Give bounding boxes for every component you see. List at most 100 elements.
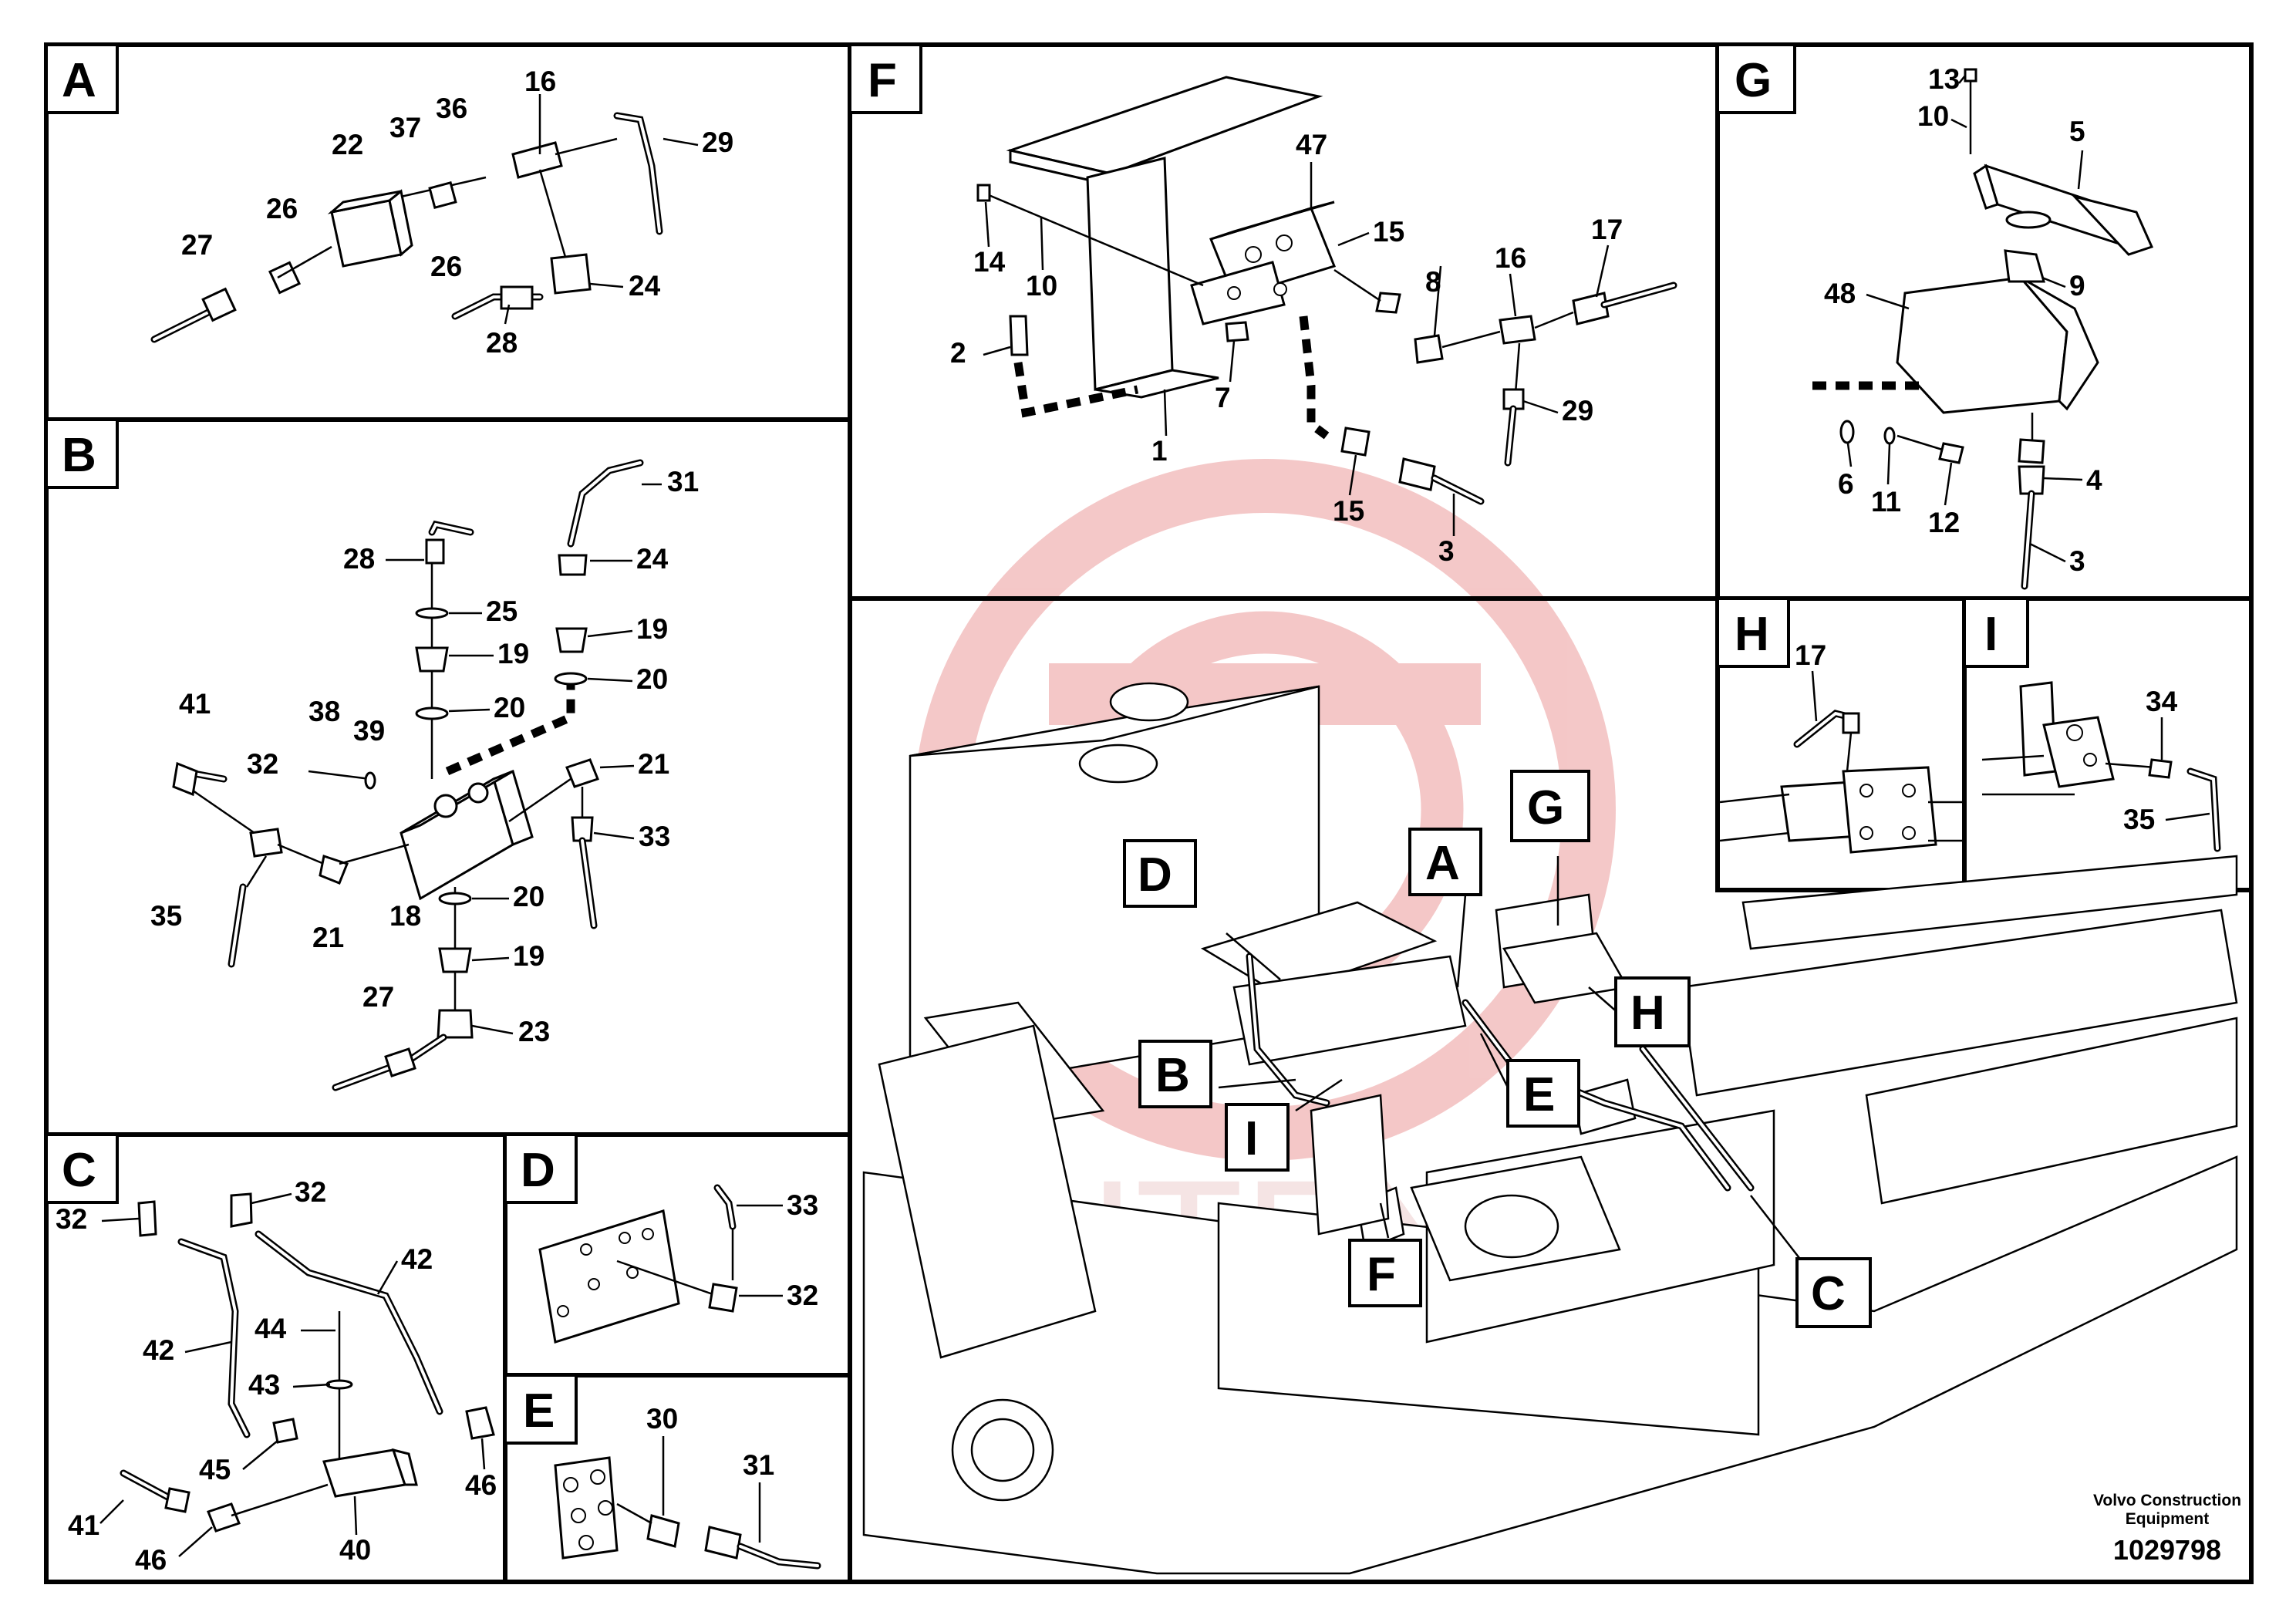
- callout-box-d: [1123, 839, 1197, 908]
- part-label: 21: [638, 748, 669, 780]
- part-label: 25: [486, 595, 518, 627]
- part-label: 6: [1838, 468, 1854, 500]
- part-label: 46: [135, 1544, 167, 1576]
- part-label: 21: [312, 922, 344, 953]
- panel-a-drawing: [150, 112, 663, 343]
- part-label: 32: [247, 748, 278, 780]
- callout-box-e: [1506, 1059, 1580, 1128]
- part-label: 42: [401, 1243, 433, 1275]
- callout-box-g: [1510, 770, 1590, 842]
- part-label: 19: [513, 940, 544, 972]
- panel-e-labels: 30 31: [646, 1403, 774, 1543]
- tag-box-b: [45, 418, 119, 489]
- panel-c-labels: 32 32 42 42 44 43 45 46 41 46 40: [56, 1176, 497, 1576]
- callout-box-f: [1348, 1239, 1422, 1307]
- part-label: 32: [56, 1203, 87, 1235]
- part-label: 19: [636, 613, 668, 645]
- part-label: 16: [524, 66, 556, 97]
- part-label: 10: [1917, 100, 1949, 132]
- panel-a-labels: 16 22 37 36 29 26 27 26 24 28: [181, 66, 733, 359]
- part-label: 41: [68, 1509, 99, 1541]
- main-callouts: D A G B H E I F C: [1123, 770, 1872, 1328]
- callout-b: B: [1155, 1049, 1190, 1102]
- part-label: 10: [1026, 270, 1057, 302]
- part-label: 8: [1425, 266, 1441, 298]
- part-label: 26: [266, 193, 298, 224]
- main-assembly-drawing: [862, 682, 2238, 1575]
- part-label: 38: [308, 696, 340, 727]
- part-label: 7: [1215, 382, 1231, 413]
- panel-tags: A B C D E F G H I: [45, 43, 2029, 1445]
- part-label: 32: [295, 1176, 326, 1208]
- panel-d-drawing: [538, 1184, 738, 1344]
- part-label: 48: [1824, 278, 1856, 309]
- footer: Volvo Construction Equipment 1029798: [2093, 1492, 2241, 1566]
- part-label: 41: [179, 688, 211, 720]
- part-label: 19: [497, 638, 529, 669]
- panel-e-drawing: [554, 1456, 821, 1570]
- panel-tag-e: E: [523, 1384, 555, 1438]
- part-label: 42: [143, 1334, 174, 1366]
- part-label: 30: [646, 1403, 678, 1435]
- tag-box-h: [1716, 597, 1790, 668]
- part-label: 22: [332, 129, 363, 160]
- callout-box-c: [1795, 1257, 1872, 1328]
- tag-box-i: [1963, 597, 2029, 668]
- part-label: 15: [1333, 495, 1364, 527]
- part-label: 45: [199, 1454, 231, 1485]
- callout-c: C: [1811, 1267, 1846, 1320]
- panel-tag-f: F: [868, 54, 897, 107]
- panel-f-labels: 47 14 10 15 8 16 17 2 7 1 29 15 3: [950, 129, 1623, 567]
- part-label: 29: [702, 126, 733, 158]
- panel-c-drawing: [120, 1192, 495, 1533]
- tag-box-d: [504, 1133, 578, 1204]
- part-label: 12: [1928, 507, 1960, 538]
- panel-tag-a: A: [62, 54, 96, 107]
- part-label: 40: [339, 1534, 371, 1566]
- part-label: 31: [667, 466, 699, 497]
- part-label: 27: [362, 981, 394, 1013]
- part-label: 37: [389, 112, 421, 143]
- part-label: 9: [2069, 270, 2085, 302]
- panel-tag-h: H: [1735, 608, 1769, 661]
- part-label: 39: [353, 715, 385, 747]
- part-label: 2: [950, 337, 966, 369]
- panel-i-drawing: [1981, 681, 2221, 852]
- part-label: 35: [2123, 804, 2155, 835]
- panel-tag-d: D: [521, 1144, 555, 1197]
- drawing-number: 1029798: [2113, 1534, 2221, 1566]
- callout-d: D: [1138, 848, 1172, 902]
- part-label: 29: [1562, 395, 1593, 427]
- part-label: 3: [2069, 545, 2085, 577]
- part-label: 1: [1151, 435, 1168, 467]
- part-label: 28: [486, 327, 518, 359]
- panel-tag-i: I: [1984, 608, 1998, 661]
- part-label: 13: [1928, 63, 1960, 95]
- part-label: 33: [639, 821, 670, 852]
- part-label: 20: [494, 692, 525, 723]
- callout-i: I: [1245, 1112, 1258, 1165]
- part-label: 35: [150, 900, 182, 932]
- part-label: 47: [1296, 129, 1327, 160]
- company-name-line2: Equipment: [2126, 1510, 2210, 1528]
- part-label: 4: [2086, 464, 2102, 496]
- part-label: 33: [787, 1189, 818, 1221]
- part-label: 28: [343, 543, 375, 575]
- panel-main-frame: [848, 596, 2254, 1584]
- part-label: 27: [181, 229, 213, 261]
- panel-h-drawing: [1719, 710, 1963, 854]
- panel-tag-b: B: [62, 429, 96, 482]
- tag-box-g: [1716, 43, 1796, 114]
- panel-d-labels: 33 32: [737, 1189, 818, 1311]
- panel-b-labels: 31 28 24 25 19 19 20 20 41 38 39 32 21 3…: [150, 466, 699, 1047]
- part-label: 5: [2069, 116, 2085, 147]
- part-label: 17: [1795, 639, 1826, 671]
- callout-box-i: [1225, 1103, 1290, 1172]
- panel-tag-c: C: [62, 1144, 96, 1197]
- part-label: 46: [465, 1469, 497, 1501]
- callout-box-a: [1408, 828, 1482, 896]
- callout-h: H: [1630, 986, 1665, 1040]
- callout-box-b: [1138, 1040, 1212, 1108]
- panel-b-drawing: [172, 459, 644, 1091]
- panel-tag-g: G: [1735, 54, 1772, 107]
